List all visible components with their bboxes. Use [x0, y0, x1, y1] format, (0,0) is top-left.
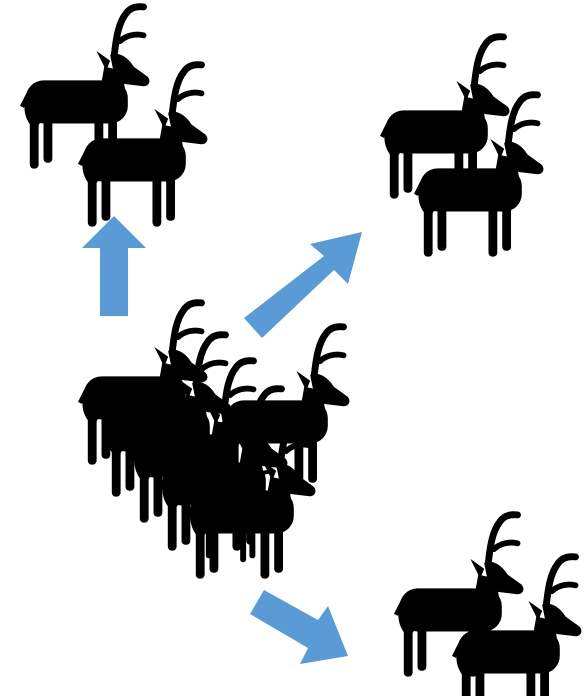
arrow-up-right [244, 232, 362, 338]
arrow-up [82, 216, 146, 316]
block-arrow-icon [244, 232, 362, 338]
block-arrow-icon [250, 590, 348, 664]
group-top-right [380, 37, 543, 257]
group-bottom-right [394, 515, 581, 696]
block-arrow-icon [82, 216, 146, 316]
arrow-down-right [250, 590, 348, 664]
group-center-herd [78, 303, 349, 579]
group-top-left [20, 7, 207, 227]
